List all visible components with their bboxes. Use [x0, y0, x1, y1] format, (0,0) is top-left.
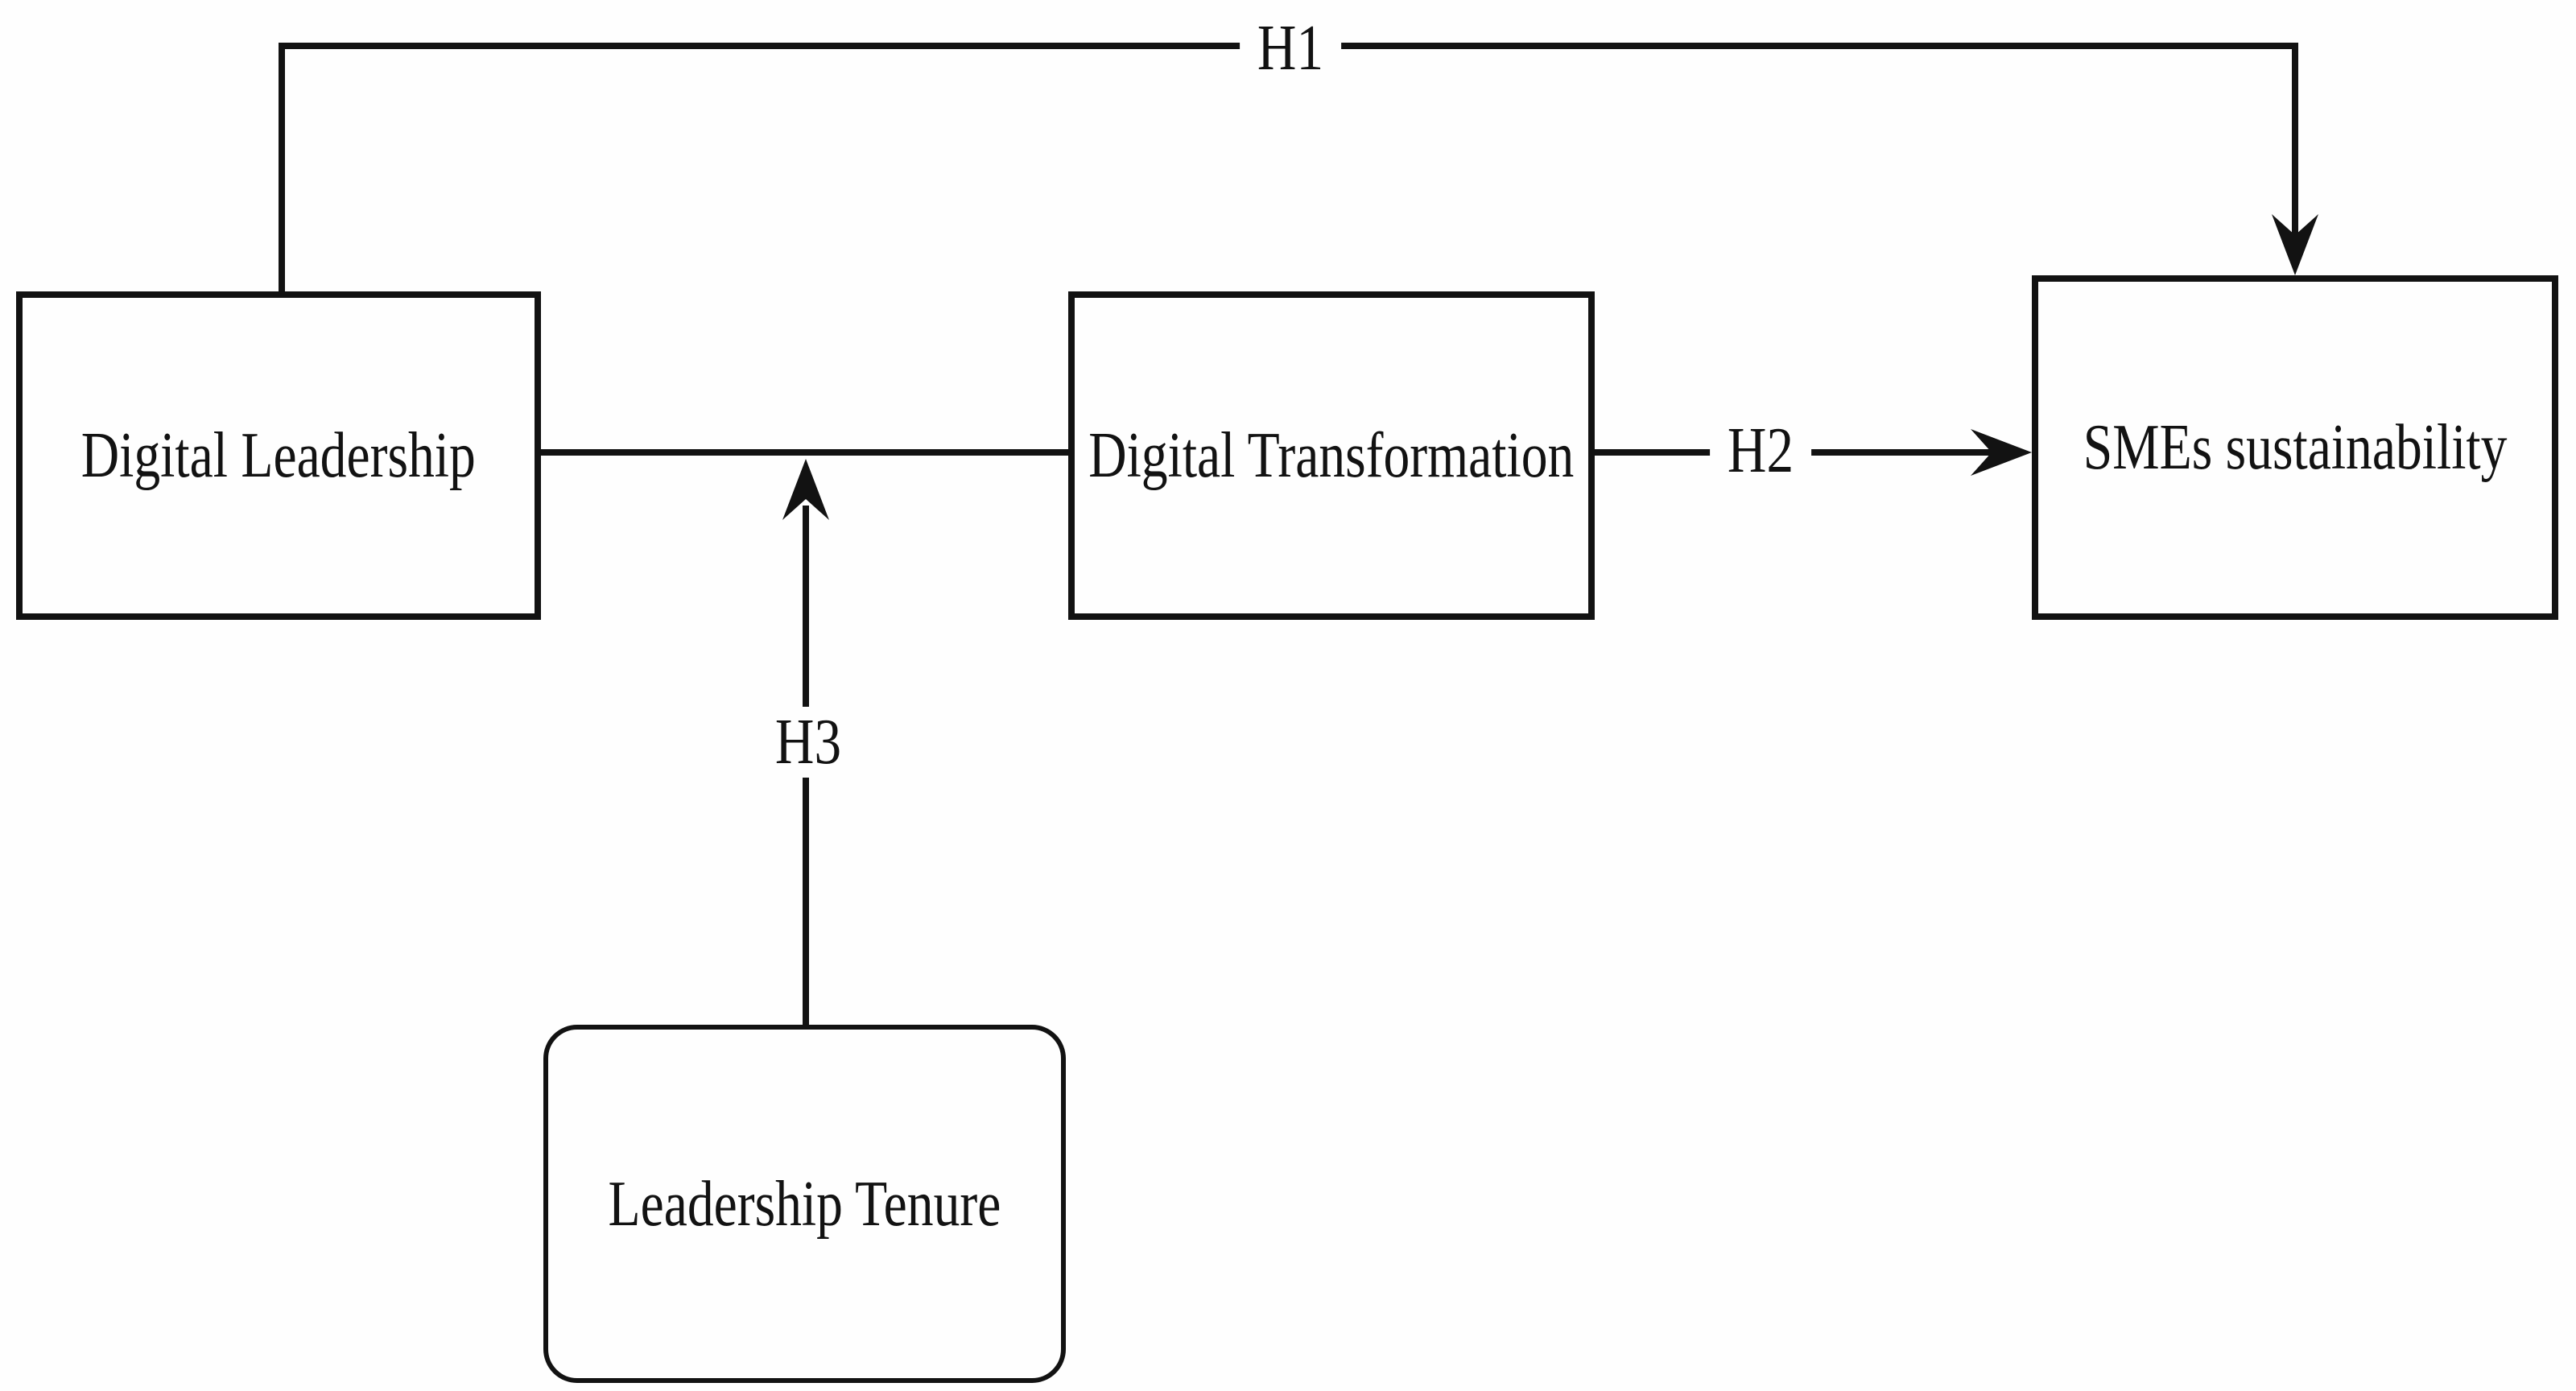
h1-label-text: H1 [1257, 13, 1324, 84]
box-smes-sustainability: SMEs sustainability [2032, 275, 2558, 620]
h2-arrowhead [1971, 429, 2032, 476]
h1-label: H1 [1240, 13, 1341, 84]
box-digital-leadership-label: Digital Leadership [80, 420, 476, 491]
box-digital-leadership: Digital Leadership [16, 291, 541, 620]
h2-label-text: H2 [1727, 415, 1794, 486]
h3-arrowhead [782, 459, 829, 520]
box-smes-sustainability-label: SMEs sustainability [2083, 412, 2508, 483]
box-digital-transformation-label: Digital Transformation [1088, 420, 1575, 491]
h2-label: H2 [1710, 415, 1811, 486]
box-leadership-tenure: Leadership Tenure [543, 1025, 1066, 1383]
h1-arrowhead [2272, 214, 2318, 275]
box-leadership-tenure-label: Leadership Tenure [608, 1168, 1001, 1240]
box-digital-transformation: Digital Transformation [1068, 291, 1595, 620]
h3-label: H3 [758, 707, 859, 778]
h3-label-text: H3 [774, 707, 842, 778]
